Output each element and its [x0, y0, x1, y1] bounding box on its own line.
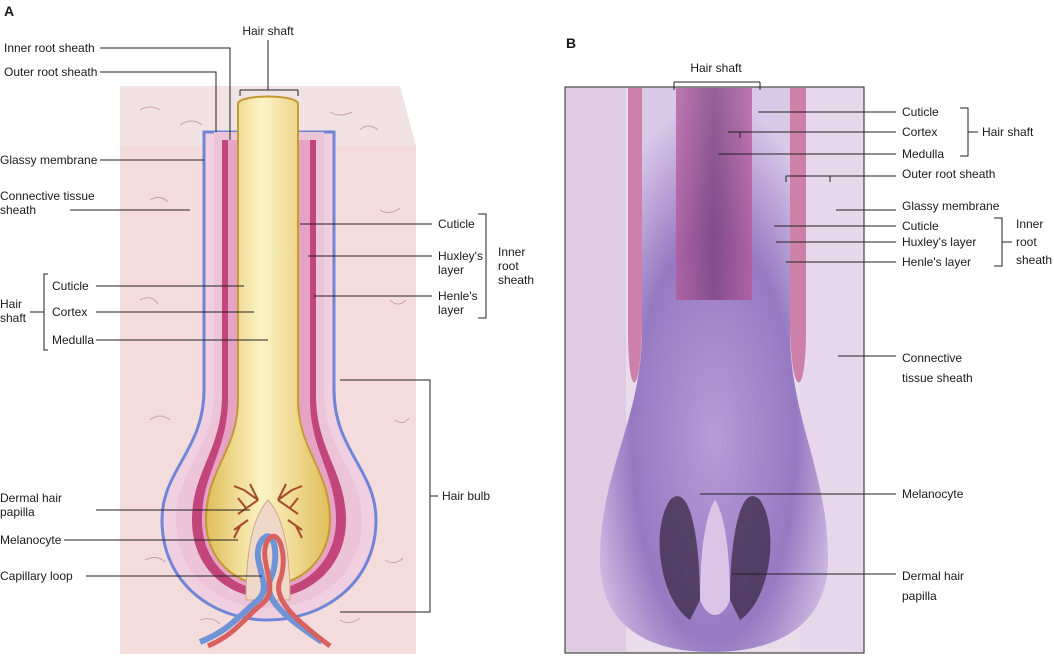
a-label-inner-root-sheath: Inner root sheath	[4, 41, 95, 55]
a-label-dermal-papilla-2: papilla	[0, 505, 35, 519]
b-label-melanocyte: Melanocyte	[902, 487, 964, 501]
b-label-dermal-papilla-1: Dermal hair	[902, 569, 964, 583]
b-label-irs-group-2: root	[1016, 235, 1037, 249]
panel-a-letter: A	[4, 3, 14, 19]
panel-b: B Hair shaft Cu	[565, 35, 1052, 653]
a-label-huxley-1: Huxley's	[438, 249, 483, 263]
b-label-irs-cuticle: Cuticle	[902, 219, 939, 233]
a-label-dermal-papilla-1: Dermal hair	[0, 491, 62, 505]
a-label-huxley-2: layer	[438, 263, 464, 277]
b-label-dermal-papilla-2: papilla	[902, 589, 937, 603]
b-label-hair-shaft-group: Hair shaft	[982, 125, 1034, 139]
a-label-hair-shaft: Hair shaft	[242, 24, 294, 38]
a-label-capillary-loop: Capillary loop	[0, 569, 73, 583]
b-label-connective-1: Connective	[902, 351, 962, 365]
b-label-irs-group-3: sheath	[1016, 253, 1052, 267]
b-label-cortex: Cortex	[902, 125, 937, 139]
b-label-irs-group-1: Inner	[1016, 217, 1043, 231]
a-label-outer-root-sheath: Outer root sheath	[4, 65, 97, 79]
a-label-hair-group-1: Hair	[0, 297, 22, 311]
a-label-henle-2: layer	[438, 303, 464, 317]
b-label-medulla: Medulla	[902, 147, 944, 161]
histology-hair-shaft	[676, 88, 752, 300]
b-label-henle: Henle's layer	[902, 255, 971, 269]
a-label-connective-tissue-2: sheath	[0, 203, 36, 217]
a-label-irs-group-2: root	[498, 259, 519, 273]
a-label-irs-group-3: sheath	[498, 273, 534, 287]
a-label-irs-cuticle: Cuticle	[438, 217, 475, 231]
a-label-cuticle: Cuticle	[52, 279, 89, 293]
histology-image	[565, 87, 864, 653]
a-label-connective-tissue-1: Connective tissue	[0, 189, 95, 203]
b-label-huxley: Huxley's layer	[902, 235, 976, 249]
a-label-hair-group-2: shaft	[0, 311, 27, 325]
a-label-glassy-membrane: Glassy membrane	[0, 153, 98, 167]
panel-b-letter: B	[566, 35, 576, 51]
panel-a: A	[0, 3, 534, 654]
a-label-irs-group-1: Inner	[498, 245, 525, 259]
b-label-hair-shaft: Hair shaft	[690, 61, 742, 75]
a-label-melanocyte: Melanocyte	[0, 533, 62, 547]
b-label-outer-root-sheath: Outer root sheath	[902, 167, 995, 181]
a-label-cortex: Cortex	[52, 305, 87, 319]
b-label-connective-2: tissue sheath	[902, 371, 973, 385]
b-label-cuticle: Cuticle	[902, 105, 939, 119]
a-label-henle-1: Henle's	[438, 289, 478, 303]
a-label-medulla: Medulla	[52, 333, 94, 347]
b-label-glassy-membrane: Glassy membrane	[902, 199, 1000, 213]
a-label-hair-bulb: Hair bulb	[442, 489, 490, 503]
